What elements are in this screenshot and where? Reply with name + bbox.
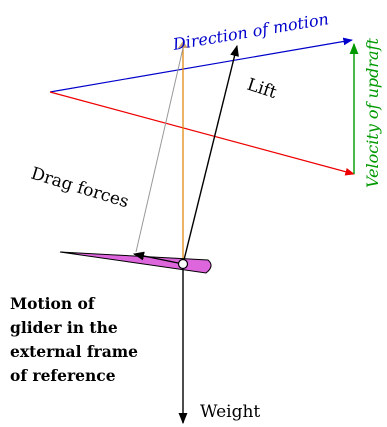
lift-label: Lift [244,75,279,103]
drag-component-line [135,47,184,253]
velocity-of-updraft-label: Velocity of updraft [363,38,382,188]
lift-arrow [182,44,239,265]
top-vertex-marker [178,41,188,48]
drag-arrow [132,251,184,265]
frame-of-reference-note: Motion of glider in the external frame o… [10,292,170,388]
glider-body [59,251,212,274]
relative-wind-arrow [49,91,355,176]
center-of-mass-point [177,258,189,270]
note-line: of reference [10,366,116,385]
note-line: external frame [10,342,139,361]
weight-label: Weight [200,402,260,422]
note-line: Motion of [10,294,95,313]
note-line: glider in the [10,318,118,337]
direction-of-motion-arrow [49,37,353,93]
drag-forces-label: Drag forces [29,164,132,213]
